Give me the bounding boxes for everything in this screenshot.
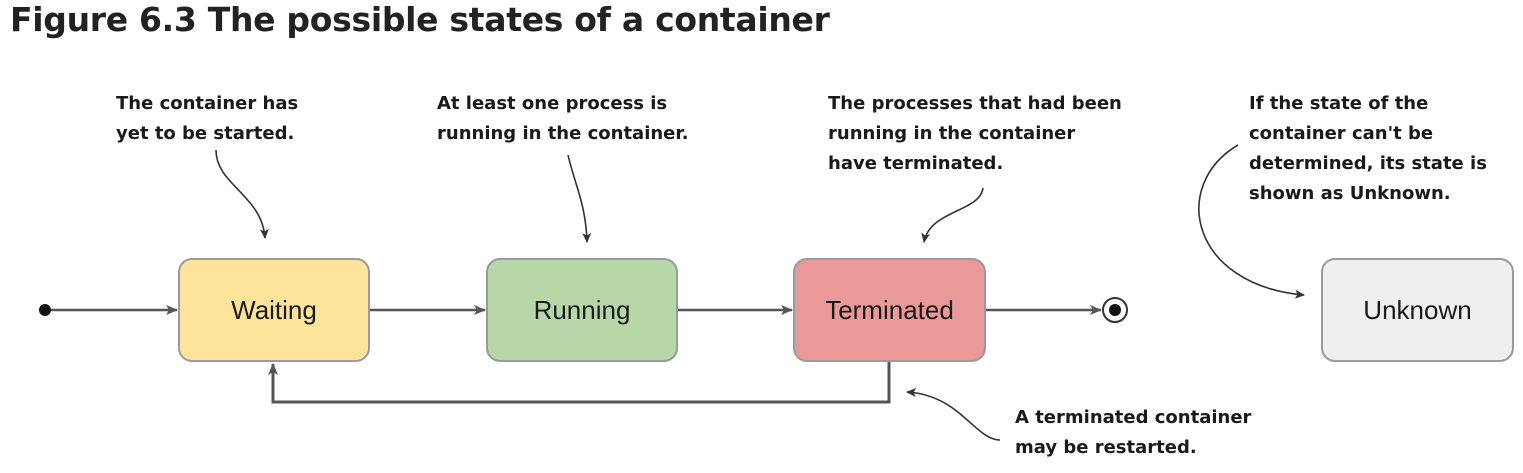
note-waiting: The container has yet to be started. xyxy=(116,89,298,149)
note-terminated-line-3: have terminated. xyxy=(828,153,1004,174)
note-running-line-1: At least one process is xyxy=(437,93,668,114)
note-waiting-line-2: yet to be started. xyxy=(116,123,295,144)
note-restart: A terminated container may be restarted. xyxy=(1015,403,1251,463)
pointer-restart xyxy=(906,388,1001,441)
note-terminated-line-2: running in the container xyxy=(828,123,1076,144)
pointer-terminated xyxy=(921,187,984,243)
arrow-restart-loop xyxy=(268,362,891,404)
state-waiting-label: Waiting xyxy=(231,294,317,325)
note-running: At least one process is running in the c… xyxy=(437,89,689,149)
note-waiting-line-1: The container has xyxy=(116,93,299,114)
note-terminated-line-1: The processes that had been xyxy=(828,93,1122,114)
note-restart-line-2: may be restarted. xyxy=(1015,437,1197,458)
state-unknown-label: Unknown xyxy=(1363,294,1472,325)
note-restart-line-1: A terminated container xyxy=(1015,407,1252,428)
pointer-waiting xyxy=(215,149,269,239)
state-unknown: Unknown xyxy=(1321,258,1514,362)
note-unknown-line-3: determined, its state is xyxy=(1249,153,1487,174)
pointer-running xyxy=(567,154,592,243)
note-running-line-2: running in the container. xyxy=(437,123,689,144)
state-terminated-label: Terminated xyxy=(825,294,954,325)
final-state-dot xyxy=(1109,304,1121,316)
state-running: Running xyxy=(486,258,678,362)
state-waiting: Waiting xyxy=(178,258,370,362)
state-running-label: Running xyxy=(533,294,631,325)
note-unknown-line-4: shown as Unknown. xyxy=(1249,183,1451,204)
state-terminated: Terminated xyxy=(793,258,986,362)
note-unknown-line-1: If the state of the xyxy=(1249,93,1429,114)
note-unknown-line-2: container can't be xyxy=(1249,123,1434,144)
figure-title: Figure 6.3 The possible states of a cont… xyxy=(10,0,830,39)
note-unknown: If the state of the container can't be d… xyxy=(1249,89,1487,209)
pointer-unknown xyxy=(1198,144,1305,299)
initial-state-dot xyxy=(39,304,51,316)
note-terminated: The processes that had been running in t… xyxy=(828,89,1122,179)
